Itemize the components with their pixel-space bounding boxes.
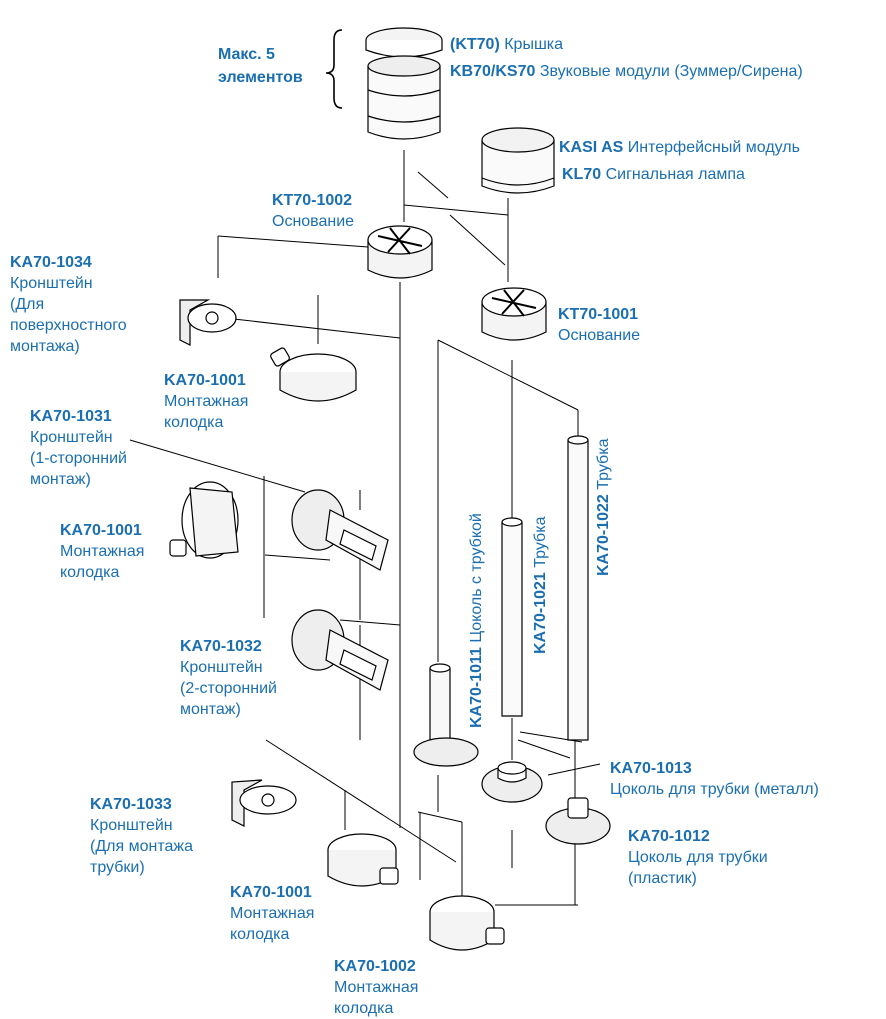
label-ka70-1001-b: KA70-1001 Монтажная колодка: [60, 520, 144, 583]
line3: трубки): [90, 859, 145, 876]
label-ka70-1012: KA70-1012 Цоколь для трубки (пластик): [628, 826, 768, 889]
stack-max-line1: Макс. 5: [218, 46, 275, 63]
name: Трубка: [532, 516, 549, 568]
line2: (пластик): [628, 870, 697, 887]
code: KA70-1011: [468, 647, 485, 728]
label-ka70-1001-a: KA70-1001 Монтажная колодка: [164, 370, 248, 433]
code: KA70-1021: [532, 572, 549, 654]
code: KA70-1033: [90, 796, 172, 813]
line1: Цоколь для трубки (металл): [610, 781, 819, 798]
line3: поверхностного: [10, 317, 127, 334]
code: KASI AS: [559, 139, 624, 156]
code: KA70-1001: [60, 522, 142, 539]
code: KA70-1032: [180, 638, 262, 655]
name: Звуковые модули (Зуммер/Сирена): [539, 63, 803, 80]
code: KA70-1022: [595, 494, 612, 576]
label-kt70: (KT70) Крышка: [450, 34, 563, 55]
label-ka70-1021: KA70-1021 Трубка: [531, 517, 551, 654]
line1: Цоколь для трубки: [628, 849, 768, 866]
code: KA70-1013: [610, 760, 692, 777]
code: KB70/KS70: [450, 63, 536, 80]
line3: монтаж): [180, 701, 241, 718]
code: KA70-1002: [334, 958, 416, 975]
code: KA70-1012: [628, 828, 710, 845]
line3: монтаж): [30, 471, 91, 488]
label-ka70-1013: KA70-1013 Цоколь для трубки (металл): [610, 758, 819, 800]
label-ka70-1001-c: KA70-1001 Монтажная колодка: [230, 882, 314, 945]
code: KL70: [562, 166, 602, 183]
stack-max-note: Макс. 5 элементов: [218, 43, 303, 89]
label-ka70-1034: KA70-1034 Кронштейн (Для поверхностного …: [10, 252, 127, 357]
line1: Кронштейн: [10, 275, 93, 292]
line2: (Для монтажа: [90, 838, 193, 855]
label-ka70-1031: KA70-1031 Кронштейн (1-сторонний монтаж): [30, 406, 127, 490]
line4: монтажа): [10, 338, 80, 355]
label-ka70-1011: KA70-1011 Цоколь с трубкой: [467, 513, 487, 728]
name: Основание: [272, 213, 355, 230]
name: Крышка: [504, 36, 564, 53]
name: Интерфейсный модуль: [627, 139, 800, 156]
label-kl70: KL70 Сигнальная лампа: [562, 164, 745, 185]
label-kasi: KASI AS Интерфейсный модуль: [559, 137, 800, 158]
line1: Кронштейн: [90, 817, 173, 834]
line2: (Для: [10, 296, 45, 313]
code: KA70-1001: [164, 372, 246, 389]
name: Основание: [558, 327, 641, 344]
line2: (1-сторонний: [30, 450, 127, 467]
line1: Кронштейн: [30, 429, 113, 446]
name: Цоколь с трубкой: [468, 513, 485, 643]
code: KA70-1001: [230, 884, 312, 901]
line2: колодка: [60, 564, 120, 581]
line1: Монтажная: [60, 543, 145, 560]
label-ka70-1002: KA70-1002 Монтажная колодка: [334, 956, 418, 1019]
label-kb70: KB70/KS70 Звуковые модули (Зуммер/Сирена…: [450, 61, 803, 82]
label-ka70-1032: KA70-1032 Кронштейн (2-сторонний монтаж): [180, 636, 277, 720]
line2: колодка: [230, 926, 290, 943]
line2: колодка: [164, 414, 224, 431]
line1: Кронштейн: [180, 659, 263, 676]
line1: Монтажная: [334, 979, 419, 996]
code: KT70-1001: [558, 306, 639, 323]
name: Сигнальная лампа: [605, 166, 745, 183]
stack-max-line2: элементов: [218, 69, 303, 86]
code: KA70-1034: [10, 254, 92, 271]
line1: Монтажная: [230, 905, 315, 922]
code: KT70-1002: [272, 192, 353, 209]
line2: (2-сторонний: [180, 680, 277, 697]
code: (KT70): [450, 36, 500, 53]
name: Трубка: [595, 438, 612, 490]
code: KA70-1031: [30, 408, 112, 425]
line2: колодка: [334, 1000, 394, 1017]
label-ka70-1022: KA70-1022 Трубка: [594, 439, 614, 576]
line1: Монтажная: [164, 393, 249, 410]
label-ka70-1033: KA70-1033 Кронштейн (Для монтажа трубки): [90, 794, 193, 878]
